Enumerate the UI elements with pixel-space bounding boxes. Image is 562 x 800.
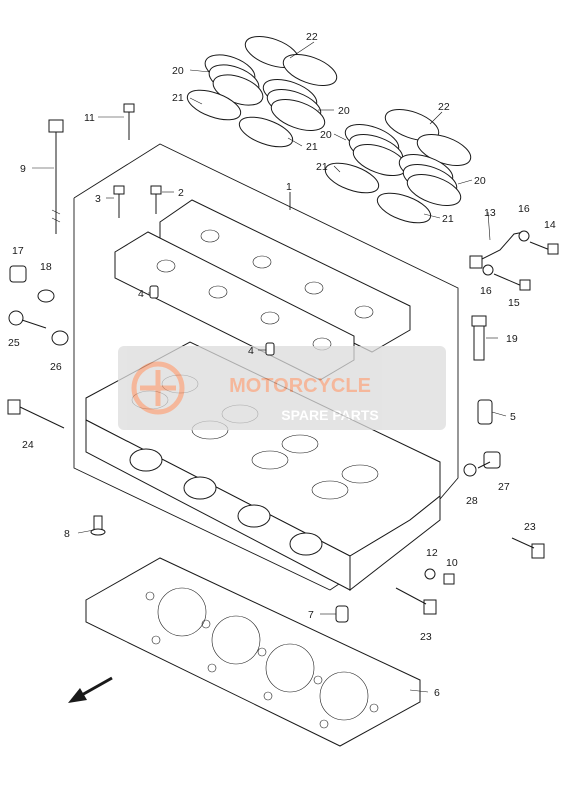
spark-plug-19: [471, 315, 487, 361]
bolt-14: [529, 241, 559, 255]
clamp-21-left: [186, 89, 294, 148]
callout-3: 3: [95, 193, 101, 205]
clamp-22-top: [244, 35, 338, 87]
callout-24: 24: [22, 439, 34, 451]
callout-2: 2: [178, 187, 184, 199]
callout-26: 26: [50, 361, 62, 373]
callout-22-a: 22: [306, 31, 318, 43]
callout-14: 14: [544, 219, 556, 231]
manifold-ports: [156, 229, 374, 351]
sensor-5: [477, 399, 493, 425]
callout-21-d: 21: [442, 213, 454, 225]
callout-16-upper: 16: [518, 203, 530, 215]
intake-boot-mid: [262, 78, 326, 132]
intake-boots-group: [186, 35, 472, 224]
washer-12: [424, 568, 436, 580]
watermark: MOTORCYCLE SPARE PARTS: [118, 346, 446, 430]
watermark-panel: [118, 346, 446, 430]
dowel-pin-7: [335, 605, 349, 623]
callout-13: 13: [484, 207, 496, 219]
intake-boot-right-1: [344, 123, 408, 177]
callout-4-upper: 4: [138, 288, 144, 300]
temperature-sensor-27: [477, 451, 501, 469]
callout-7: 7: [308, 609, 314, 621]
callout-20-a: 20: [172, 65, 184, 77]
bolt-25: [8, 310, 47, 329]
bolt-8: [90, 515, 106, 536]
long-bolt-9: [48, 119, 64, 234]
bolt-23-right: [511, 537, 545, 559]
callout-11: 11: [84, 112, 95, 124]
gasket-bolt-holes: [145, 591, 379, 729]
bolt-15: [493, 273, 531, 291]
callout-21-a: 21: [172, 92, 184, 104]
bolt-11: [123, 103, 135, 140]
callout-9: 9: [20, 163, 26, 175]
exhaust-ports: [129, 448, 323, 556]
callout-17: 17: [12, 245, 24, 257]
watermark-text-line2: SPARE PARTS: [281, 407, 379, 423]
bolt-3: [113, 185, 125, 218]
callout-1: 1: [286, 181, 292, 193]
callout-12: 12: [426, 547, 438, 559]
washer-16-upper: [518, 230, 530, 242]
washer-16-lower: [482, 264, 494, 276]
intake-manifold-rail: [114, 199, 411, 381]
bolt-2: [150, 185, 162, 214]
dowel-pin-4-upper: [149, 285, 159, 299]
callout-10: 10: [446, 557, 458, 569]
callout-19: 19: [506, 333, 518, 345]
pipe-13: [469, 231, 525, 269]
callout-4-lower: 4: [248, 345, 254, 357]
callout-5: 5: [510, 411, 516, 423]
callout-21-c: 21: [316, 161, 328, 173]
callout-27: 27: [498, 481, 510, 493]
callout-8: 8: [64, 528, 70, 540]
washer-18: [37, 289, 55, 303]
bolt-24: [7, 399, 65, 429]
dowel-pin-4-lower: [265, 342, 275, 356]
watermark-text-line1: MOTORCYCLE: [229, 375, 371, 397]
washer-28: [463, 463, 477, 477]
callout-20-b: 20: [338, 105, 350, 117]
head-gasket: [85, 557, 421, 747]
callout-6: 6: [434, 687, 440, 699]
callout-25: 25: [8, 337, 20, 349]
washer-26: [51, 330, 69, 346]
bolt-10: [443, 573, 455, 585]
callout-22-b: 22: [438, 101, 450, 113]
leader-lines: [32, 41, 507, 693]
callout-20-c: 20: [320, 129, 332, 141]
callout-18: 18: [40, 261, 52, 273]
intake-boot-right-2: [398, 153, 462, 207]
plug-17: [9, 265, 27, 283]
bolt-23-bottom: [395, 587, 437, 615]
front-direction-arrow-icon: [68, 676, 113, 703]
intake-boot-left-top: [204, 54, 264, 106]
callout-23-b: 23: [420, 631, 432, 643]
callout-15: 15: [508, 297, 520, 309]
callout-labels: 1 2 3 4 4 5 6 7 8 9 10 11 12 13 14 15 16…: [8, 31, 556, 699]
watermark-logo-icon: [131, 361, 185, 415]
callout-28: 28: [466, 495, 478, 507]
callout-21-b: 21: [306, 141, 318, 153]
callout-16-lower: 16: [480, 285, 492, 297]
callout-20-d: 20: [474, 175, 486, 187]
callout-23-a: 23: [524, 521, 536, 533]
